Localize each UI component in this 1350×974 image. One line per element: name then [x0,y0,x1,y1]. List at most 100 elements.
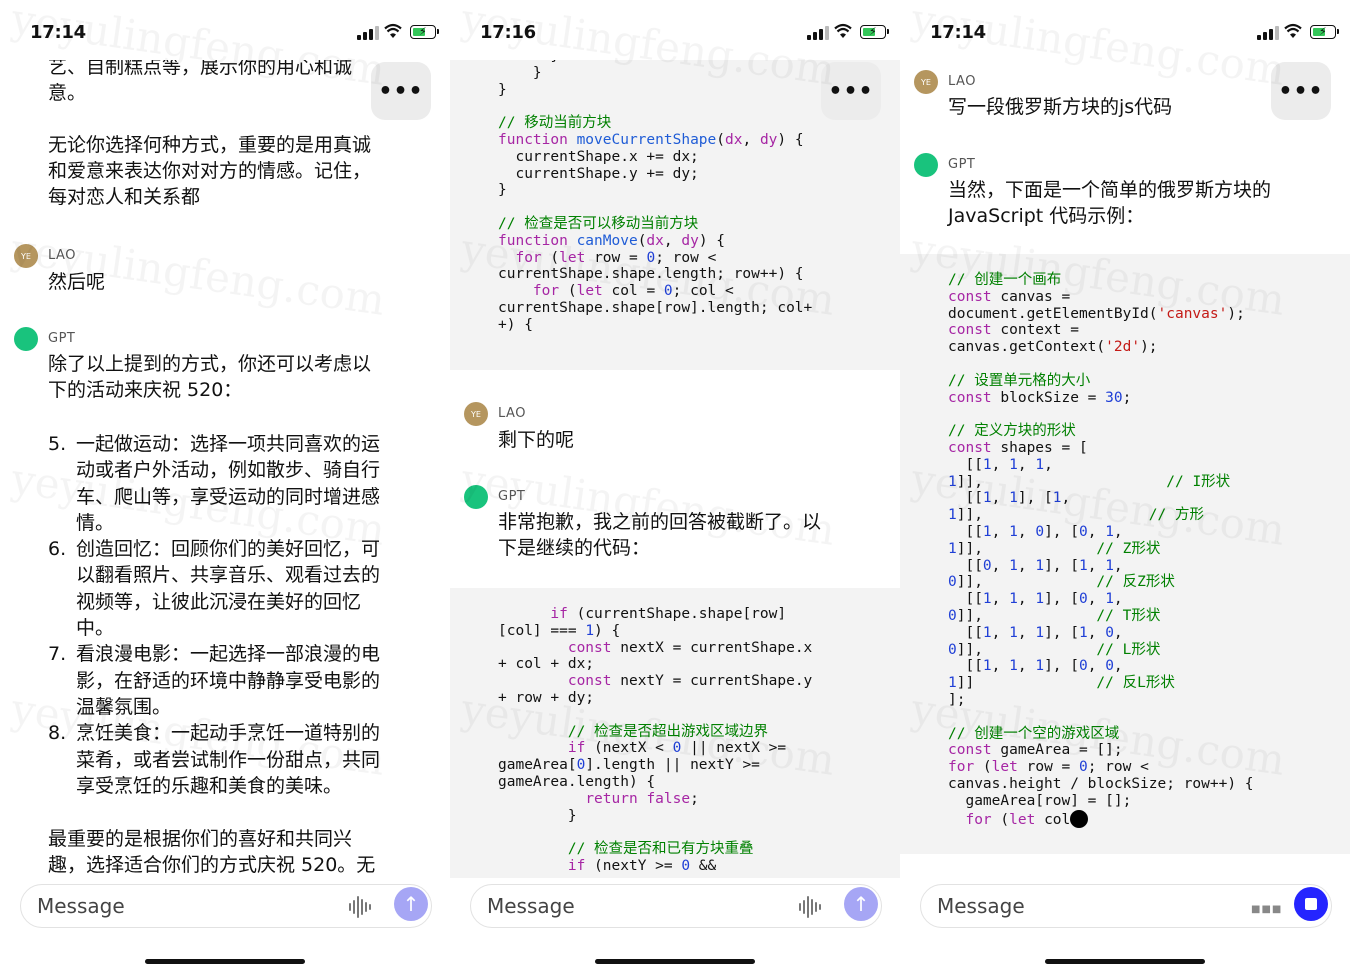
status-time: 17:16 [480,22,536,43]
code-line: gameArea[0].length || nextY >= [498,757,760,774]
assistant-text: 除了以上提到的方式，你还可以考虑以 下的活动来庆祝 520： [48,353,372,401]
code-line [948,406,1254,423]
message-input[interactable]: Message [487,894,575,918]
code-line: function moveCurrentShape(dx, dy) { [498,131,804,148]
arrow-up-icon: ↑ [402,892,420,916]
status-time: 17:14 [30,22,86,43]
assistant-text: 艺、自制糕点等，展示你的用心和诚 意。 [48,60,353,104]
message-input[interactable]: Message [937,894,1025,918]
send-button[interactable]: ↑ [394,887,428,921]
code-line: [[1, 1, 1], [1, 0, [948,624,1123,641]
list-item-number: 5. [48,433,67,455]
user-avatar: YE [464,402,488,426]
list-item-text: 烹饪美食：一起动手烹饪一道特别的 菜肴，或者尝试制作一份甜点，共同 享受烹饪的乐… [76,722,381,797]
code-line: } [498,807,577,824]
typing-dots-icon: ■■■ [1251,904,1283,915]
send-button[interactable]: ↑ [844,887,878,921]
signal-icon [357,26,379,40]
code-line: [[1, 1, 1], [0, 0, [948,658,1123,675]
voice-waveform-icon[interactable] [349,896,373,918]
code-line: // 设置单元格的大小 [948,372,1091,389]
signal-icon [1257,26,1279,40]
message-input-bar[interactable]: Message [470,884,882,928]
more-options-button[interactable]: ••• [821,62,881,120]
code-line: } [498,64,542,81]
code-line: currentShape.x += dx; [498,148,699,165]
code-line: 0]], // T形状 [948,607,1161,624]
user-message: 剩下的呢 [498,429,575,451]
code-line: [[1, 1, 1], [0, 1, [948,591,1123,608]
more-options-button[interactable]: ••• [371,62,431,120]
sender-name: LAO [498,406,526,421]
status-bar: 17:16 ⚡ [450,0,900,60]
home-indicator[interactable] [595,959,755,964]
message-input-bar[interactable]: Message [20,884,432,928]
assistant-text: 当然，下面是一个简单的俄罗斯方块的 JavaScript 代码示例： [948,179,1272,227]
stop-generating-button[interactable] [1294,887,1328,921]
code-line: 0]], // 反Z形状 [948,574,1175,591]
code-line: currentShape.y += dy; [498,165,699,182]
code-line: const shapes = [ [948,439,1088,456]
code-line [498,199,812,216]
code-line: + row + dy; [498,689,595,706]
list-item: 5.一起做运动：选择一项共同喜欢的运 动或者户外活动，例如散步、骑自行 车、爬山… [48,431,418,536]
code-block: if (currentShape.shape[row][col] === 1) … [450,588,900,878]
code-line: 0]], // L形状 [948,641,1161,658]
code-line: } [498,60,812,65]
list-item: 6. 创造回忆：回顾你们的美好回忆，可 以翻看照片、共享音乐、观看过去的 视频等，… [48,536,418,641]
user-avatar: YE [914,70,938,94]
code-line: function canMove(dx, dy) { [498,232,726,249]
code-line: for (let col [948,809,1254,828]
code-line: // 创建一个画布 [948,272,1062,288]
code-line: gameArea.length) { [498,773,656,790]
code-line [498,707,812,724]
home-indicator[interactable] [1045,959,1205,964]
code-line: 1]], // I形状 [948,473,1231,490]
signal-icon [807,26,829,40]
code-line: // 检查是否超出游戏区域边界 [567,723,769,740]
user-message: 然后呢 [48,271,106,293]
assistant-text: 非常抱歉，我之前的回答被截断了。以 下是继续的代码： [498,511,822,559]
assistant-text: 无论你选择何种方式，重要的是用真诚 和爱意来表达你对对方的情感。记住， 每对恋人… [48,134,372,208]
chat-scroll[interactable]: YE LAO 写一段俄罗斯方块的js代码 GPT 当然，下面是一个简单的俄罗斯方… [900,60,1350,878]
wifi-icon [384,23,402,38]
code-line: if (nextX < 0 || nextX >= [567,740,787,757]
code-line: const gameArea = []; [948,742,1123,759]
stop-square-icon [1305,898,1317,910]
voice-waveform-icon[interactable] [799,896,823,918]
code-line: [[1, 1, 1, [948,456,1053,473]
chat-scroll[interactable]: 艺、自制糕点等，展示你的用心和诚 意。 无论你选择何种方式，重要的是用真诚 和爱… [0,60,450,878]
message-input[interactable]: Message [37,894,125,918]
list-item-number: 6. [48,538,67,561]
code-line: for (let col = 0; col < [532,283,734,300]
code-line: 1]], // Z形状 [948,540,1161,557]
code-line: const blockSize = 30; [948,389,1132,406]
code-line [498,98,812,115]
status-bar: 17:14 ⚡ [0,0,450,60]
sender-name: GPT [948,157,976,172]
user-avatar: YE [14,244,38,268]
code-line: canvas.height / blockSize; row++) { [948,775,1254,792]
code-line: gameArea[row] = []; [948,792,1132,809]
phone-screen-1: 17:14 ⚡ 艺、自制糕点等，展示你的用心和诚 意。 无论你选择何种方式，重要… [0,0,450,974]
code-line: } [498,81,507,98]
battery-icon: ⚡ [860,25,889,39]
code-line: ]; [948,691,966,708]
code-line: for (let row = 0; row < [515,249,717,266]
message-input-bar[interactable]: Message ■■■ [920,884,1332,928]
code-text: if (currentShape.shape[row][col] === 1) … [498,606,812,875]
arrow-up-icon: ↑ [852,892,870,916]
code-line: [col] === 1) { [498,622,621,639]
more-options-button[interactable]: ••• [1271,62,1331,120]
code-line: [[1, 1, 0], [0, 1, [948,523,1123,540]
battery-icon: ⚡ [1310,25,1339,39]
code-line: if (currentShape.shape[row] [550,606,787,622]
code-line: // 移动当前方块 [498,115,612,132]
list-item-text: 看浪漫电影：一起选择一部浪漫的电 影，在舒适的环境中静静享受电影的 温馨氛围。 [76,643,381,718]
code-line [948,356,1254,373]
home-indicator[interactable] [145,959,305,964]
list-item-text: 创造回忆：回顾你们的美好回忆，可 以翻看照片、共享音乐、观看过去的 视频等，让彼… [76,538,381,640]
